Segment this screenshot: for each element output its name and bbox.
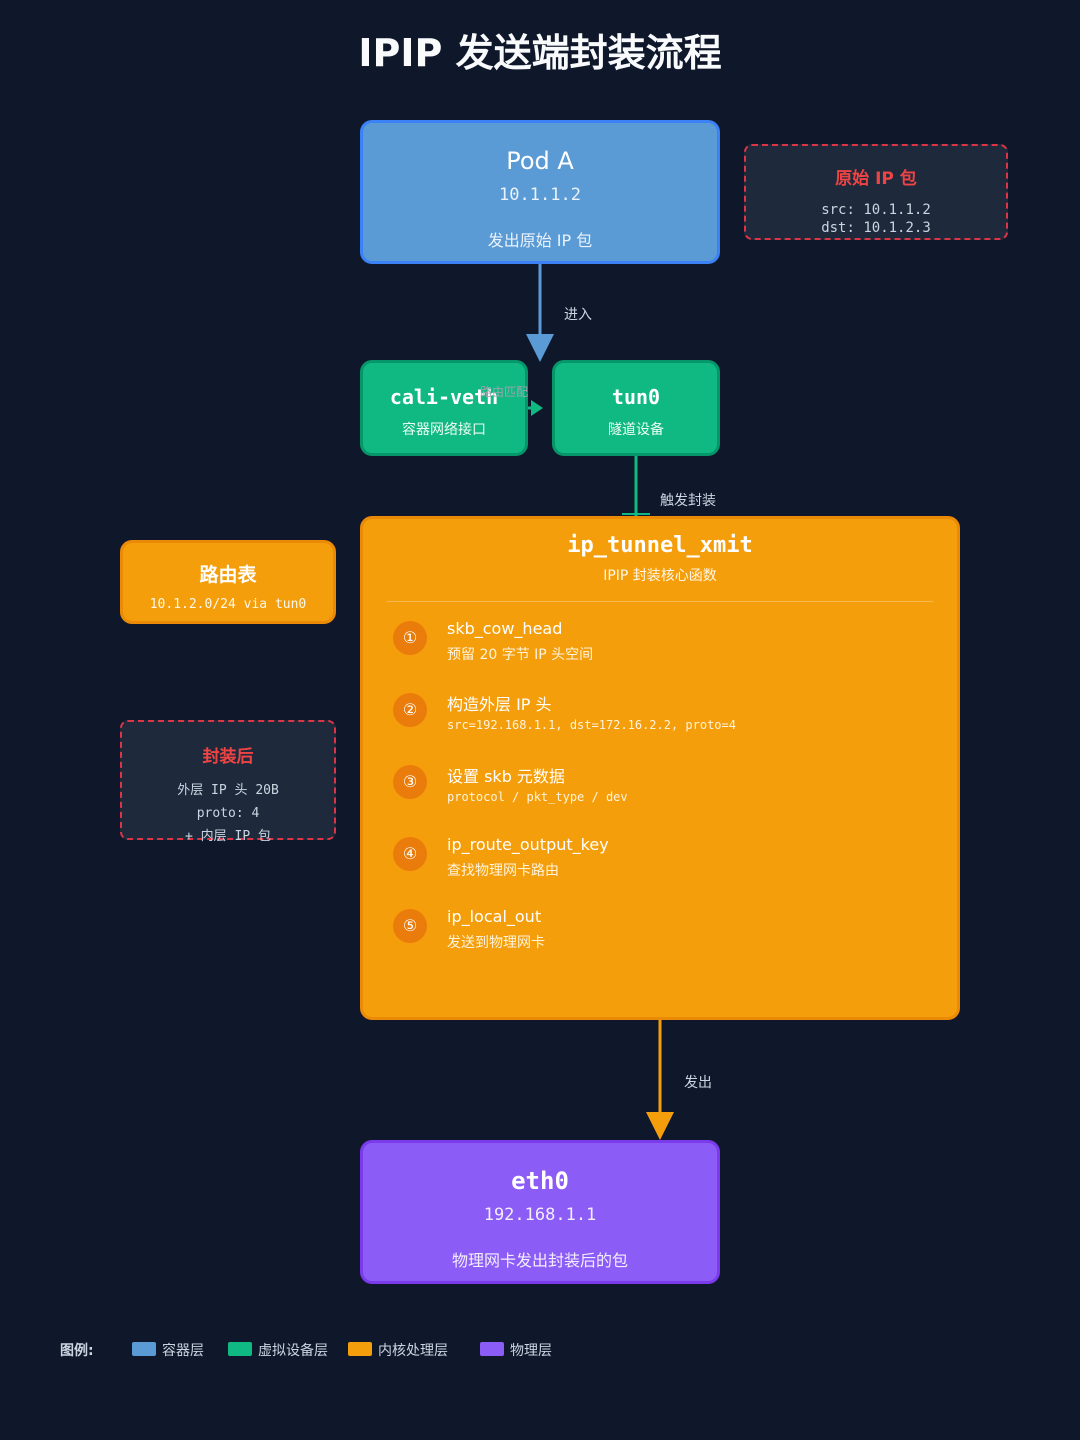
pod-a-ip: 10.1.1.2 xyxy=(499,185,581,205)
step-number: ⑤ xyxy=(393,909,427,943)
pod-a-name: Pod A xyxy=(506,147,574,175)
trigger-label: 触发封装 xyxy=(660,493,716,509)
legend-title: 图例: xyxy=(60,1343,94,1359)
legend-swatch-virtual xyxy=(228,1342,252,1356)
step-title: ip_route_output_key xyxy=(447,835,609,854)
legend-label-container: 容器层 xyxy=(162,1343,204,1359)
route-table-entry: 10.1.2.0/24 via tun0 xyxy=(149,597,307,612)
eth0-desc: 物理网卡发出封装后的包 xyxy=(451,1251,628,1270)
ip-tunnel-xmit-subtitle: IPIP 封装核心函数 xyxy=(603,568,717,584)
legend-label-virtual: 虚拟设备层 xyxy=(258,1343,328,1359)
step-number: ② xyxy=(393,693,427,727)
send-arrowhead xyxy=(646,1112,674,1140)
route-match-label: 路由匹配 xyxy=(480,385,529,399)
step-desc: 预留 20 字节 IP 头空间 xyxy=(447,647,594,663)
step-desc: src=192.168.1.1, dst=172.16.2.2, proto=4 xyxy=(447,718,736,732)
after-encap-line1: 外层 IP 头 20B xyxy=(177,783,279,798)
enter-label: 进入 xyxy=(564,307,592,323)
tun0-name: tun0 xyxy=(611,385,661,409)
after-encap-line3: + 内层 IP 包 xyxy=(185,829,271,844)
enter-arrowhead xyxy=(526,334,554,362)
step-title: 设置 skb 元数据 xyxy=(447,767,565,786)
step-desc: 发送到物理网卡 xyxy=(447,935,545,951)
after-encap-note: 封装后 外层 IP 头 20B proto: 4 + 内层 IP 包 xyxy=(120,720,336,844)
send-label: 发出 xyxy=(684,1075,712,1091)
legend-swatch-physical xyxy=(480,1342,504,1356)
after-encap-line2: proto: 4 xyxy=(196,806,260,821)
cali-veth-node: cali-veth 容器网络接口 xyxy=(360,360,528,456)
legend-label-kernel: 内核处理层 xyxy=(378,1343,448,1359)
step-title: ip_local_out xyxy=(447,907,542,926)
original-packet-src: src: 10.1.1.2 xyxy=(821,202,931,218)
ip-tunnel-xmit-node: ip_tunnel_xmit IPIP 封装核心函数 ① skb_cow_hea… xyxy=(360,516,960,1020)
route-table-note: 路由表 10.1.2.0/24 via tun0 xyxy=(120,540,336,624)
original-packet-dst: dst: 10.1.2.3 xyxy=(821,220,931,236)
step-number: ① xyxy=(393,621,427,655)
eth0-name: eth0 xyxy=(511,1167,569,1195)
pod-a-desc: 发出原始 IP 包 xyxy=(487,231,593,250)
eth0-node: eth0 192.168.1.1 物理网卡发出封装后的包 xyxy=(360,1140,720,1284)
step-desc: protocol / pkt_type / dev xyxy=(447,790,628,804)
route-table-title: 路由表 xyxy=(199,564,257,586)
page-title: IPIP 发送端封装流程 xyxy=(358,31,722,75)
legend-swatch-container xyxy=(132,1342,156,1356)
tun0-node: tun0 隧道设备 xyxy=(552,360,720,456)
ip-tunnel-xmit-name: ip_tunnel_xmit xyxy=(567,533,753,558)
step-number: ④ xyxy=(393,837,427,871)
ip-tunnel-xmit-divider xyxy=(387,601,933,602)
original-packet-title: 原始 IP 包 xyxy=(835,169,917,189)
step-title: 构造外层 IP 头 xyxy=(447,695,552,714)
cali-veth-name: cali-veth xyxy=(389,385,499,409)
pod-a-node: Pod A 10.1.1.2 发出原始 IP 包 xyxy=(360,120,720,264)
legend-swatch-kernel xyxy=(348,1342,372,1356)
step-desc: 查找物理网卡路由 xyxy=(447,863,559,879)
tun0-desc: 隧道设备 xyxy=(608,422,664,438)
cali-veth-desc: 容器网络接口 xyxy=(402,422,486,438)
legend-label-physical: 物理层 xyxy=(510,1343,552,1359)
eth0-ip: 192.168.1.1 xyxy=(483,1205,597,1225)
route-match-arrowhead xyxy=(531,400,543,416)
after-encap-title: 封装后 xyxy=(202,747,254,767)
original-packet-note: 原始 IP 包 src: 10.1.1.2 dst: 10.1.2.3 xyxy=(744,144,1008,240)
step-title: skb_cow_head xyxy=(447,619,563,638)
step-number: ③ xyxy=(393,765,427,799)
